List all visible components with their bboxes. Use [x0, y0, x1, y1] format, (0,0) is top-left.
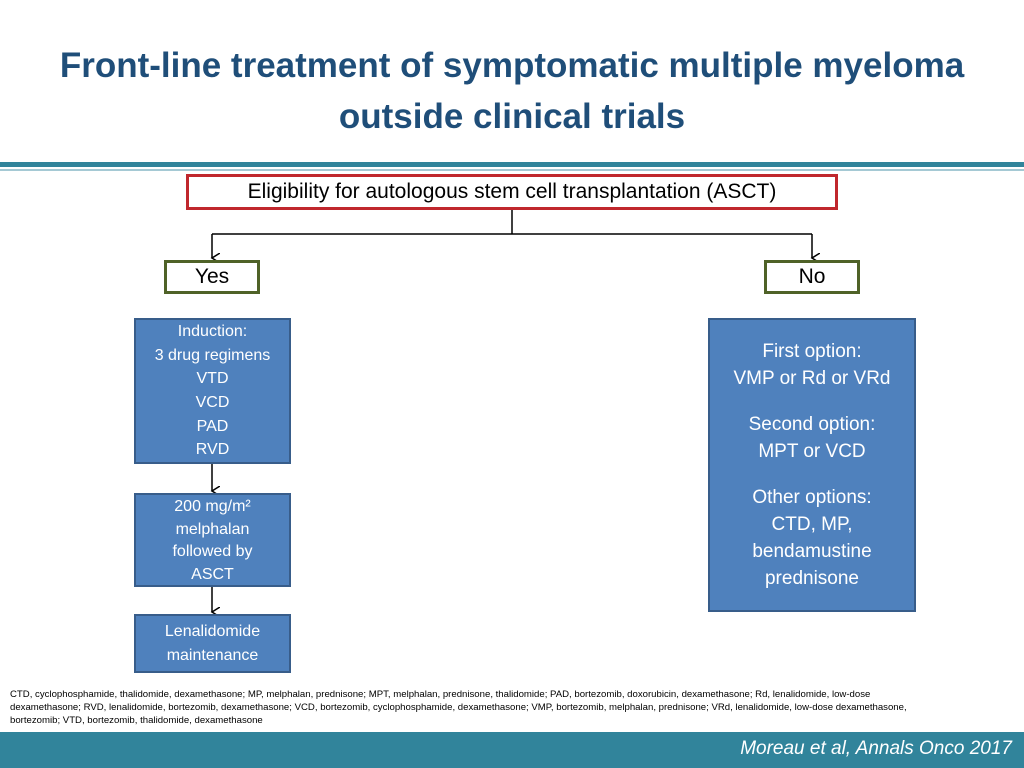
- induction-line: VCD: [195, 394, 230, 411]
- slide-title-line-1: Front-line treatment of symptomatic mult…: [59, 46, 965, 85]
- eligibility-box: Eligibility for autologous stem cell tra…: [186, 174, 838, 210]
- maintenance-line: maintenance: [166, 646, 259, 664]
- melphalan-line: 200 mg/m²: [174, 498, 251, 515]
- footer-bar: Moreau et al, Annals Onco 2017: [0, 732, 1024, 768]
- option-line: bendamustine: [752, 541, 872, 562]
- title-divider-light: [0, 169, 1024, 171]
- yes-box: Yes: [164, 260, 260, 294]
- maintenance-line: Lenalidomide: [164, 622, 261, 640]
- footnote-line: CTD, cyclophosphamide, thalidomide, dexa…: [10, 689, 871, 700]
- option-line: Other options:: [752, 487, 872, 508]
- option-line: MPT or VCD: [758, 441, 866, 462]
- induction-line: Induction:: [177, 322, 248, 340]
- induction-line: PAD: [196, 417, 229, 435]
- option-line: First option:: [762, 341, 862, 362]
- melphalan-asct-box: 200 mg/m² melphalan followed by ASCT: [134, 493, 291, 587]
- eligibility-label: Eligibility for autologous stem cell tra…: [247, 180, 777, 203]
- induction-line: 3 drug regimens: [154, 346, 271, 364]
- option-line: CTD, MP,: [771, 514, 853, 535]
- non-transplant-options-box: First option: VMP or Rd or VRd Second op…: [708, 318, 916, 612]
- option-line: prednisone: [764, 568, 860, 589]
- maintenance-box: Lenalidomide maintenance: [134, 614, 291, 673]
- abbreviations-footnote: CTD, cyclophosphamide, thalidomide, dexa…: [10, 688, 1014, 727]
- slide-title-line-2: outside clinical trials: [338, 97, 686, 136]
- melphalan-line: followed by: [172, 543, 253, 560]
- yes-label: Yes: [194, 265, 230, 288]
- induction-line: VTD: [196, 370, 229, 388]
- induction-box: Induction: 3 drug regimens VTD VCD PAD R…: [134, 318, 291, 464]
- footnote-line: bortezomib; VTD, bortezomib, thalidomide…: [10, 715, 263, 726]
- option-line: Second option:: [748, 414, 876, 435]
- no-label: No: [798, 265, 826, 288]
- citation: Moreau et al, Annals Onco 2017: [740, 738, 1012, 759]
- melphalan-line: melphalan: [175, 520, 250, 538]
- slide-title: Front-line treatment of symptomatic mult…: [0, 40, 1024, 142]
- title-divider: [0, 162, 1024, 167]
- no-box: No: [764, 260, 860, 294]
- induction-line: RVD: [195, 441, 230, 459]
- melphalan-line: ASCT: [191, 565, 234, 583]
- footnote-line: dexamethasone; RVD, lenalidomide, bortez…: [10, 702, 907, 713]
- option-line: VMP or Rd or VRd: [733, 368, 891, 389]
